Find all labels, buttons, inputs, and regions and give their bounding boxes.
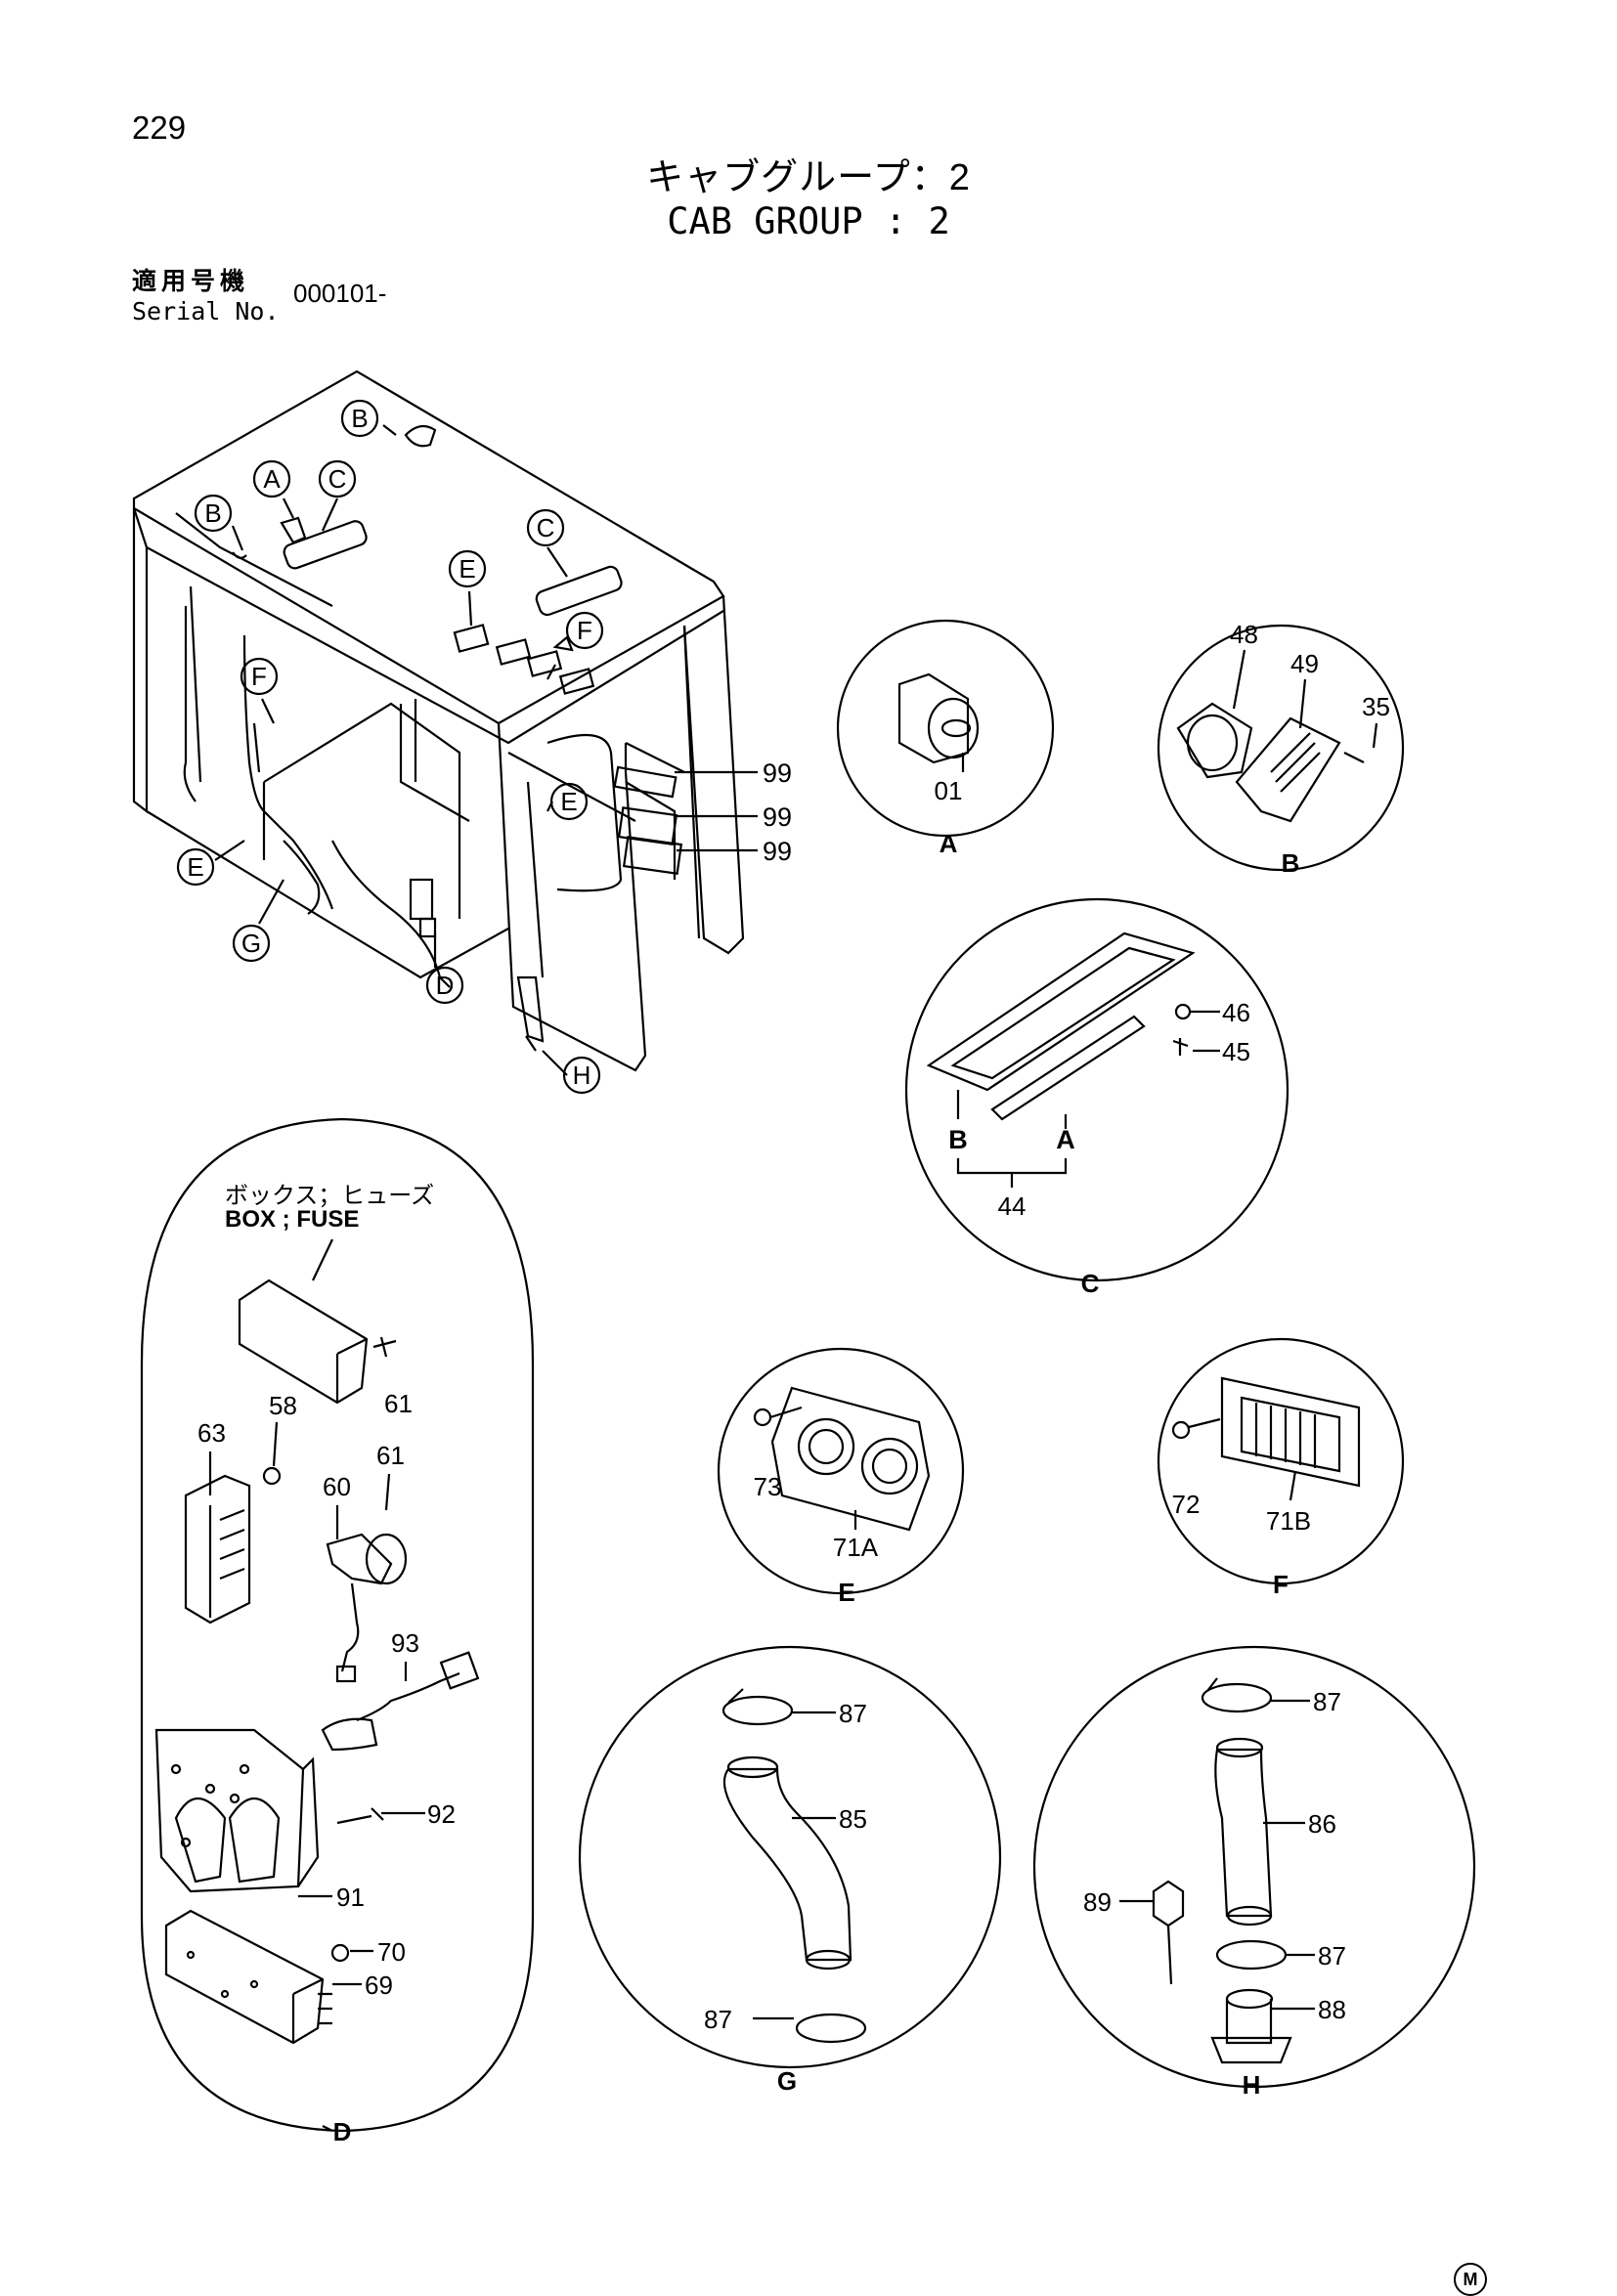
callout-a: A bbox=[263, 464, 281, 494]
callout-e-left: E bbox=[187, 852, 203, 882]
part-63: 63 bbox=[197, 1418, 226, 1448]
maker-mark: M bbox=[1454, 2263, 1487, 2296]
part-73: 73 bbox=[754, 1472, 782, 1501]
detail-c-label: C bbox=[1081, 1269, 1100, 1298]
callout-b-left: B bbox=[204, 498, 221, 528]
part-99-3: 99 bbox=[763, 837, 792, 866]
callout-b-top: B bbox=[351, 404, 368, 433]
part-71b: 71B bbox=[1266, 1506, 1311, 1536]
part-71a: 71A bbox=[833, 1533, 879, 1562]
detail-a: 01 A bbox=[836, 619, 1055, 858]
detail-c-sublabel-b: B bbox=[948, 1125, 968, 1154]
part-35: 35 bbox=[1362, 692, 1390, 721]
part-91: 91 bbox=[336, 1883, 365, 1912]
detail-g-label: G bbox=[777, 2066, 797, 2096]
detail-a-label: A bbox=[940, 829, 958, 858]
detail-e-label: E bbox=[838, 1578, 854, 1607]
cab-main-view bbox=[132, 369, 758, 1076]
part-01: 01 bbox=[935, 776, 963, 805]
detail-f-label: F bbox=[1273, 1570, 1289, 1599]
detail-c-sublabel-a: A bbox=[1056, 1125, 1075, 1154]
part-70: 70 bbox=[377, 1937, 406, 1967]
part-44: 44 bbox=[998, 1191, 1027, 1221]
page-number: 229 bbox=[132, 109, 187, 146]
callout-e-roof: E bbox=[459, 554, 475, 584]
detail-d: 61 58 63 60 61 93 92 91 bbox=[140, 1117, 535, 2146]
part-88: 88 bbox=[1318, 1995, 1346, 2024]
part-99-1: 99 bbox=[763, 758, 792, 788]
detail-b-label: B bbox=[1282, 848, 1300, 878]
part-61-a: 61 bbox=[384, 1389, 413, 1418]
callout-f-roof: F bbox=[577, 616, 592, 645]
detail-e: 73 71A E bbox=[717, 1347, 965, 1607]
callout-e-door: E bbox=[560, 787, 577, 816]
part-58: 58 bbox=[269, 1391, 297, 1420]
detail-h-label: H bbox=[1243, 2070, 1261, 2100]
detail-g: 87 85 87 G bbox=[578, 1645, 1002, 2096]
part-99-2: 99 bbox=[763, 802, 792, 832]
callout-g: G bbox=[241, 929, 261, 958]
part-93: 93 bbox=[391, 1628, 419, 1658]
serial-label-en: Serial No. bbox=[132, 297, 280, 325]
part-89: 89 bbox=[1083, 1887, 1112, 1917]
callout-f-left: F bbox=[251, 662, 267, 691]
main-callouts: B A C B C E F F E E G D H bbox=[176, 399, 604, 1095]
main-part-numbers: 99 99 99 bbox=[763, 758, 792, 866]
page-title-en: CAB GROUP : 2 bbox=[667, 200, 950, 242]
callout-d: D bbox=[436, 971, 455, 1000]
part-87-g-bottom: 87 bbox=[704, 2005, 732, 2034]
part-86: 86 bbox=[1308, 1809, 1336, 1839]
detail-c: 46 45 B A 44 C bbox=[904, 897, 1289, 1298]
detail-f: 72 71B F bbox=[1157, 1337, 1405, 1599]
part-87-g-top: 87 bbox=[839, 1699, 867, 1728]
callout-h: H bbox=[573, 1061, 591, 1090]
serial-number: 000101- bbox=[293, 279, 387, 308]
detail-b: 48 49 35 B bbox=[1157, 620, 1405, 878]
part-69: 69 bbox=[365, 1971, 393, 2000]
fuse-box-caption-jp: ボックス；ヒューズ bbox=[225, 1183, 435, 1209]
callout-c-right: C bbox=[537, 513, 555, 542]
detail-d-label: D bbox=[333, 2117, 352, 2146]
part-87-h-bottom: 87 bbox=[1318, 1941, 1346, 1971]
part-85: 85 bbox=[839, 1804, 867, 1834]
detail-h: 87 86 89 87 88 H bbox=[1032, 1645, 1476, 2100]
part-45: 45 bbox=[1222, 1037, 1250, 1066]
part-49: 49 bbox=[1290, 649, 1319, 678]
serial-label-jp: 適用号機 bbox=[132, 268, 250, 295]
part-48: 48 bbox=[1230, 620, 1258, 649]
part-46: 46 bbox=[1222, 998, 1250, 1027]
callout-c-left: C bbox=[328, 464, 347, 494]
part-60: 60 bbox=[323, 1472, 351, 1501]
fuse-box-caption-en: BOX ; FUSE bbox=[225, 1206, 360, 1233]
part-61-b: 61 bbox=[376, 1441, 405, 1470]
part-92: 92 bbox=[427, 1799, 456, 1829]
part-87-h-top: 87 bbox=[1313, 1687, 1341, 1716]
part-72: 72 bbox=[1172, 1490, 1201, 1519]
page-title-jp: キャブグループ：2 bbox=[646, 157, 971, 198]
